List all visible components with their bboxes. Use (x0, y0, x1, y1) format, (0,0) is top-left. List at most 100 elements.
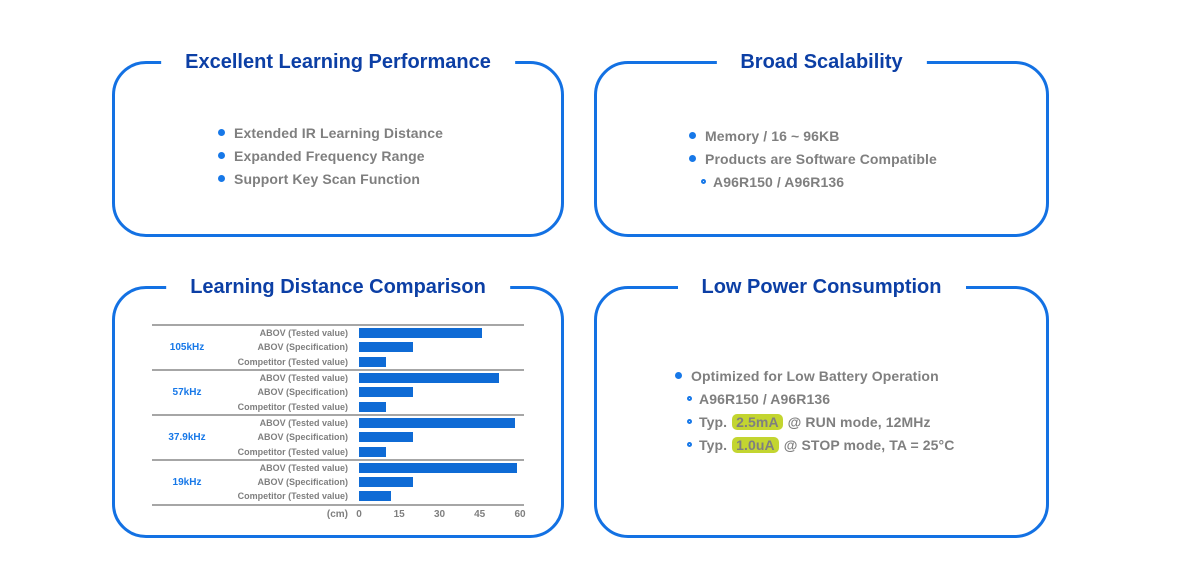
list-subitem: Typ. 2.5mA @ RUN mode, 12MHz (687, 410, 954, 433)
bar (359, 356, 386, 367)
broad-scalability-bullets: Memory / 16 ~ 96KB Products are Software… (689, 124, 937, 193)
learning-performance-bullets: Extended IR Learning Distance Expanded F… (218, 121, 443, 190)
bar (359, 417, 515, 428)
chart-row: ABOV (Specification) (222, 340, 524, 354)
chart-row-label: Competitor (Tested value) (237, 491, 348, 502)
bullet-dot-icon (689, 132, 696, 139)
highlighted-value: 2.5mA (732, 413, 783, 430)
frequency-label: 57kHz (172, 386, 202, 398)
panel-title-learning-performance: Excellent Learning Performance (161, 51, 515, 74)
chart-group: 37.9kHz ABOV (Tested value) ABOV (Specific… (152, 413, 524, 459)
frequency-label: 19kHz (172, 476, 202, 488)
bar (359, 491, 392, 502)
chart-row: ABOV (Tested value) (222, 461, 524, 475)
bar-track (354, 356, 524, 367)
axis-tick: 60 (514, 508, 526, 520)
axis-tick: 15 (393, 508, 405, 520)
chart-row: Competitor (Tested value) (222, 355, 524, 369)
list-item-label: Memory / 16 ~ 96KB (705, 127, 840, 144)
list-item-label: Typ. 1.0uA @ STOP mode, TA = 25°C (699, 436, 954, 453)
list-item: Memory / 16 ~ 96KB (689, 124, 937, 147)
frequency-label: 37.9kHz (168, 431, 206, 443)
bullet-dot-icon (218, 129, 225, 136)
bar-track (354, 417, 524, 428)
chart-row-label: ABOV (Tested value) (259, 462, 348, 473)
low-power-bullets: Optimized for Low Battery Operation A96R… (675, 364, 954, 456)
list-item-label: Typ. 2.5mA @ RUN mode, 12MHz (699, 413, 931, 430)
panel-low-power: Low Power Consumption Optimized for Low … (594, 276, 1049, 538)
chart-row-label: ABOV (Tested value) (259, 417, 348, 428)
text-segment: Typ. (699, 413, 732, 430)
chart-row-label: ABOV (Specification) (257, 432, 348, 443)
chart-row: ABOV (Specification) (222, 430, 524, 444)
list-item: Support Key Scan Function (218, 167, 443, 190)
list-item-label: Support Key Scan Function (234, 170, 421, 187)
chart-row-label: Competitor (Tested value) (237, 401, 348, 412)
bar (359, 373, 499, 384)
bar-track (354, 477, 524, 488)
panel-title-learning-distance: Learning Distance Comparison (166, 276, 510, 299)
bar (359, 328, 483, 339)
chart-row-label: ABOV (Tested value) (259, 328, 348, 339)
chart-row-label: Competitor (Tested value) (237, 446, 348, 457)
text-segment: @ RUN mode, 12MHz (783, 413, 931, 430)
bar-track (354, 373, 524, 384)
chart-group: 57kHz ABOV (Tested value) ABOV (Specificat… (152, 368, 524, 414)
panel-title-low-power: Low Power Consumption (677, 276, 966, 299)
list-subitem: A96R150 / A96R136 (687, 387, 954, 410)
panel-broad-scalability: Broad Scalability Memory / 16 ~ 96KB Pro… (594, 51, 1049, 237)
list-item: Products are Software Compatible (689, 147, 937, 170)
chart-row: Competitor (Tested value) (222, 444, 524, 458)
axis-tick: 45 (474, 508, 486, 520)
list-item-label: Expanded Frequency Range (234, 147, 425, 164)
list-item-label: Products are Software Compatible (705, 150, 937, 167)
list-item: Extended IR Learning Distance (218, 121, 443, 144)
text-segment: Typ. (699, 436, 732, 453)
chart-row: ABOV (Specification) (222, 385, 524, 399)
text-segment: A96R150 / A96R136 (699, 390, 831, 407)
axis-tick: 0 (356, 508, 362, 520)
bar-track (354, 462, 524, 473)
highlighted-value: 1.0uA (732, 436, 779, 453)
bullet-dot-icon (218, 152, 225, 159)
panel-title-broad-scalability: Broad Scalability (716, 51, 927, 74)
bar (359, 432, 413, 443)
chart-group: 19kHz ABOV (Tested value) ABOV (Specificat… (152, 458, 524, 504)
bullet-ring-icon (701, 179, 706, 184)
chart-row: ABOV (Tested value) (222, 416, 524, 430)
list-item-label: Optimized for Low Battery Operation (691, 367, 939, 384)
bar-track (354, 342, 524, 353)
chart-row-label: ABOV (Tested value) (259, 373, 348, 384)
chart-row: ABOV (Tested value) (222, 371, 524, 385)
chart-row-label: ABOV (Specification) (257, 387, 348, 398)
chart-row-label: ABOV (Specification) (257, 477, 348, 488)
axis-tick: 30 (433, 508, 446, 520)
list-item: Expanded Frequency Range (218, 144, 443, 167)
list-subitem: A96R150 / A96R136 (701, 170, 937, 193)
chart-axis: (cm) 0 15 30 45 60 (152, 506, 526, 524)
bar-track (354, 446, 524, 457)
bar (359, 477, 413, 488)
chart-row-label: Competitor (Tested value) (237, 356, 348, 367)
bullet-dot-icon (689, 155, 696, 162)
bar-track (354, 401, 524, 412)
bullet-dot-icon (675, 372, 682, 379)
bar-track (354, 432, 524, 443)
bar-track (354, 491, 524, 502)
frequency-label: 105kHz (169, 341, 205, 353)
chart-row: Competitor (Tested value) (222, 399, 524, 413)
axis-unit-label: (cm) (326, 508, 348, 520)
chart-group: 105kHz ABOV (Tested value)ABOV (Specifica… (152, 324, 524, 369)
bullet-ring-icon (687, 442, 692, 447)
chart-row: Competitor (Tested value) (222, 489, 524, 503)
bar-track (354, 328, 524, 339)
list-item: Optimized for Low Battery Operation (675, 364, 954, 387)
bar (359, 462, 518, 473)
list-item-label: A96R150 / A96R136 (699, 391, 830, 407)
list-item-label: A96R150 / A96R136 (713, 173, 845, 190)
chart-row: ABOV (Tested value) (222, 326, 524, 340)
list-item-label: Extended IR Learning Distance (234, 124, 444, 141)
